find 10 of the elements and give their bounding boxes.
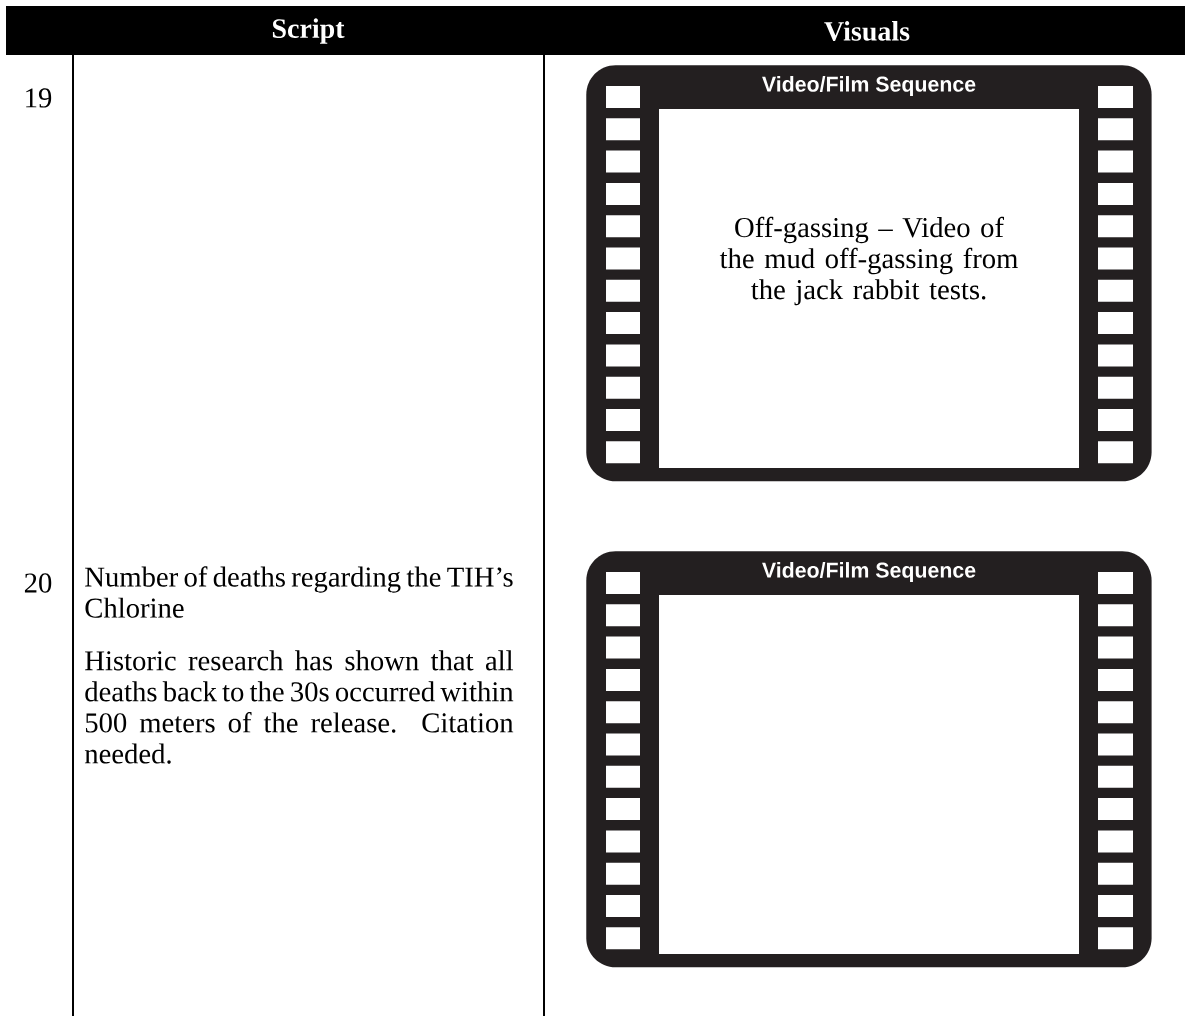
film-frame	[586, 65, 1152, 482]
column-header: Script	[272, 18, 345, 44]
row-number: 19	[26, 88, 52, 108]
script-text: Number of deaths regarding the TIH’s Chlorine	[85, 566, 513, 618]
frame-title: Video/Film Sequence	[762, 562, 976, 582]
frame-title: Video/Film Sequence	[762, 76, 976, 96]
script-text: Historic research has shown that all deaths back to the 30s occurred within 500 meters of the release. Citation needed.	[84, 650, 514, 764]
row-number: 20	[24, 573, 52, 593]
film-frame	[586, 551, 1152, 968]
frame-caption: Off-gassing – Video of the mud off-gassing from the jack rabbit tests.	[719, 216, 1018, 306]
